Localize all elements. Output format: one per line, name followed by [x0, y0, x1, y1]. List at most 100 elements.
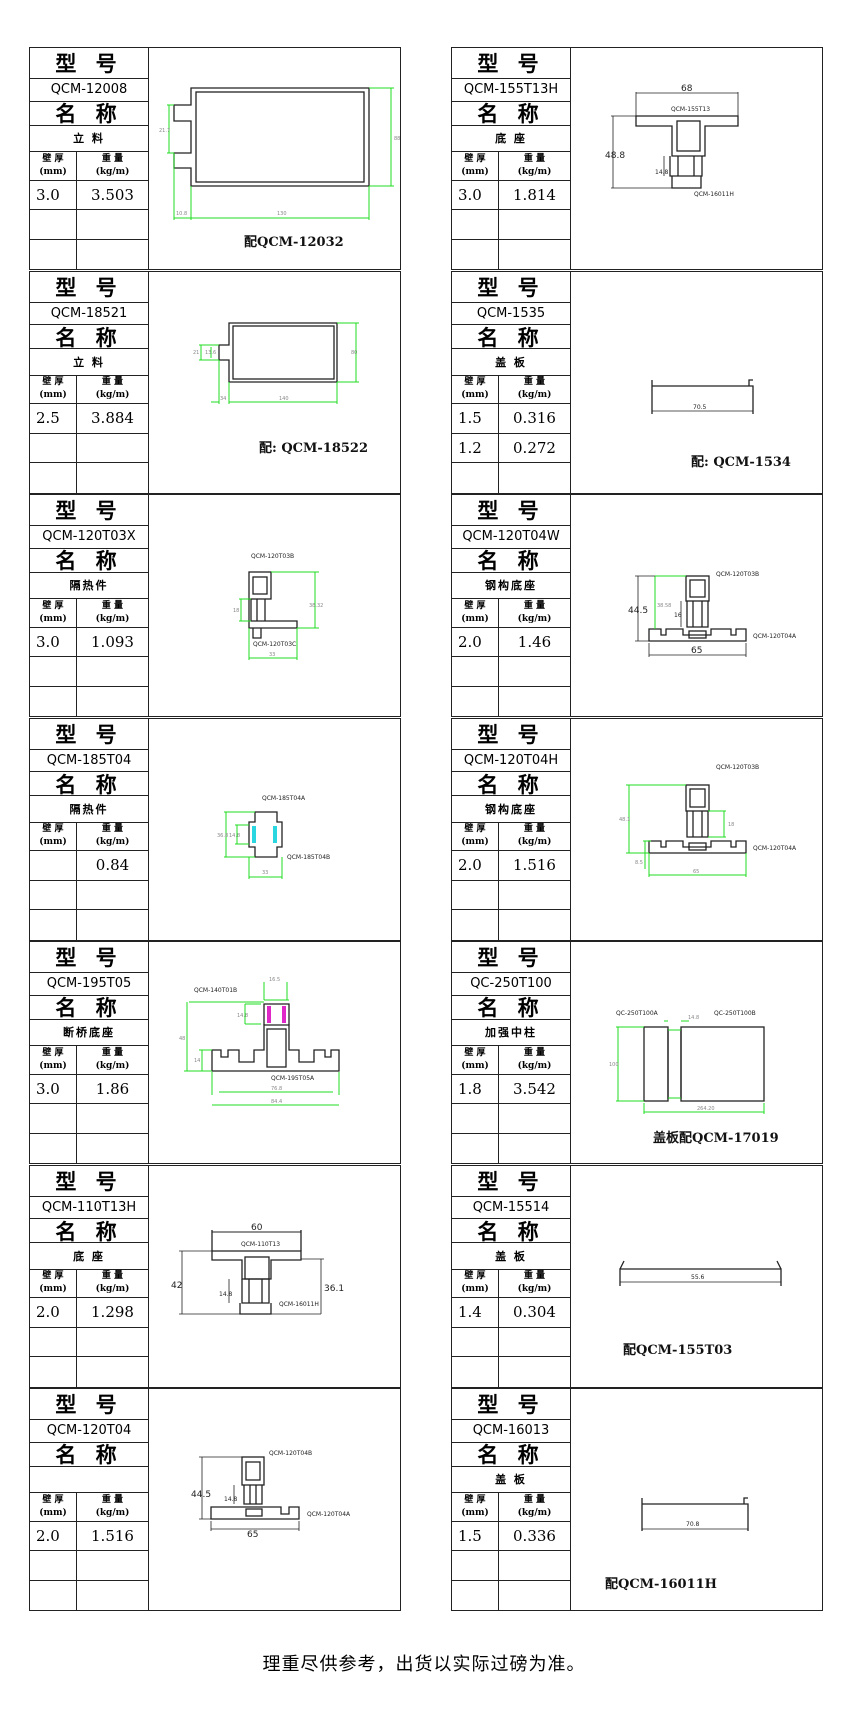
dimension-label: 88: [394, 136, 400, 142]
dimension-label: 48: [179, 1036, 185, 1042]
dimension-label: 48.1: [619, 817, 630, 823]
weight-value: 0.84: [95, 856, 130, 875]
spec-table: 型 号 QCM-110T13H 名 称 底 座 壁 厚(mm) 重 量(kg/m…: [30, 1165, 149, 1387]
profile-drawing-svg: 21.7 88 10.8 130 配QCM-12032: [159, 87, 400, 250]
profile-card-right-6: 型 号 QCM-16013 名 称 盖 板 壁 厚(mm) 重 量(kg/m) …: [451, 1388, 823, 1611]
thickness-value: [30, 1551, 77, 1580]
weight-value: [77, 910, 148, 939]
weight-value: [499, 910, 570, 939]
thickness-value: 3.0: [30, 627, 77, 657]
profile-name: 钢构底座: [452, 573, 570, 600]
spec-table: 型 号 QCM-18521 名 称 立 料 壁 厚(mm) 重 量(kg/m) …: [30, 271, 149, 493]
profile-card-left-1: 型 号 QCM-18521 名 称 立 料 壁 厚(mm) 重 量(kg/m) …: [29, 270, 401, 494]
dimension-label: 14: [194, 1058, 200, 1064]
model-heading: 型 号: [452, 48, 570, 79]
thickness-value: [452, 910, 499, 940]
spec-table: 型 号 QCM-185T04 名 称 隔热件 壁 厚(mm) 重 量(kg/m)…: [30, 718, 149, 940]
spec-table: 型 号 QCM-155T13H 名 称 底 座 壁 厚(mm) 重 量(kg/m…: [452, 48, 571, 269]
dimension-label: QCM-185T04B: [287, 854, 330, 861]
thickness-value: [30, 210, 77, 239]
dimension-label: QCM-195T05A: [271, 1075, 315, 1082]
model-number: QCM-120T04: [30, 1420, 148, 1443]
weight-value: [77, 240, 148, 269]
profile-drawing: 70.5 配: QCM-1534: [571, 272, 822, 493]
spec-row: [30, 657, 148, 687]
model-heading: 型 号: [30, 272, 148, 303]
profile-card-right-0: 型 号 QCM-155T13H 名 称 底 座 壁 厚(mm) 重 量(kg/m…: [451, 47, 823, 270]
thickness-header: 壁 厚(mm): [452, 152, 499, 180]
model-number: QCM-120T04H: [452, 750, 570, 773]
spec-row: [30, 1133, 148, 1163]
profile-drawing-svg: QCM-120T03B 18 38.32 QCM-120T03C 33: [233, 553, 323, 660]
name-heading: 名 称: [452, 325, 570, 350]
column-headers: 壁 厚(mm) 重 量(kg/m): [30, 1046, 148, 1075]
profile-drawing: QCM-120T04B 44.5 14.8 65 QCM-120T04A: [149, 1389, 400, 1610]
weight-header: 重 量(kg/m): [95, 1047, 130, 1071]
thickness-value: [30, 686, 77, 716]
profile-drawing: QCM-120T03B 48.1 18 8.5 65 QCM-120T04A: [571, 719, 822, 940]
model-number: QCM-15514: [452, 1197, 570, 1220]
spec-table: 型 号 QC-250T100 名 称 加强中柱 壁 厚(mm) 重 量(kg/m…: [452, 942, 571, 1163]
profile-name: 盖 板: [452, 349, 570, 376]
profile-name: 隔热件: [30, 796, 148, 823]
profile-card-left-2: 型 号 QCM-120T03X 名 称 隔热件 壁 厚(mm) 重 量(kg/m…: [29, 494, 401, 717]
thickness-value: [30, 239, 77, 269]
thickness-value: 2.0: [30, 1521, 77, 1551]
weight-header: 重 量(kg/m): [95, 600, 130, 624]
thickness-value: 1.4: [452, 1298, 499, 1327]
model-number: QCM-185T04: [30, 750, 148, 773]
spec-row: [30, 1580, 148, 1610]
profile-drawing-svg: QC-250T100A 14.8 QC-250T100B 100 264.20 …: [609, 1010, 779, 1146]
profile-card-right-1: 型 号 QCM-1535 名 称 盖 板 壁 厚(mm) 重 量(kg/m) 1…: [451, 270, 823, 494]
thickness-header: 壁 厚(mm): [30, 822, 77, 851]
profile-drawing: 60 QCM-110T13 42 14.8 36.1 QCM-16011H: [149, 1166, 400, 1387]
dimension-label: QCM-120T03B: [716, 764, 759, 771]
model-heading: 型 号: [30, 1166, 148, 1197]
dimension-label: 70.8: [686, 1521, 700, 1528]
spec-table: 型 号 QCM-16013 名 称 盖 板 壁 厚(mm) 重 量(kg/m) …: [452, 1389, 571, 1610]
column-headers: 壁 厚(mm) 重 量(kg/m): [30, 599, 148, 628]
dimension-label: 70.5: [693, 404, 707, 411]
profile-card-right-5: 型 号 QCM-15514 名 称 盖 板 壁 厚(mm) 重 量(kg/m) …: [451, 1164, 823, 1388]
dimension-label: 65: [247, 1530, 258, 1540]
weight-header: 重 量(kg/m): [517, 824, 552, 848]
model-heading: 型 号: [30, 1389, 148, 1420]
spec-table: 型 号 QCM-195T05 名 称 断桥底座 壁 厚(mm) 重 量(kg/m…: [30, 942, 149, 1163]
dimension-label: 76.8: [271, 1086, 282, 1092]
spec-row: [452, 1580, 570, 1610]
spec-row: [30, 686, 148, 716]
weight-value: [499, 687, 570, 716]
dimension-label: QC-250T100B: [714, 1010, 756, 1017]
profile-name: 底 座: [30, 1243, 148, 1270]
profile-card-right-3: 型 号 QCM-120T04H 名 称 钢构底座 壁 厚(mm) 重 量(kg/…: [451, 717, 823, 941]
thickness-header: 壁 厚(mm): [30, 1493, 77, 1521]
dimension-label: 48.8: [605, 151, 625, 161]
profile-drawing: 70.8 配QCM-16011H: [571, 1389, 822, 1610]
column-headers: 壁 厚(mm) 重 量(kg/m): [452, 375, 570, 405]
name-heading: 名 称: [30, 548, 148, 573]
spec-row: [30, 1551, 148, 1581]
dimension-label: 130: [277, 211, 287, 217]
dimension-label: 21.7: [159, 128, 170, 134]
thickness-value: [452, 1327, 499, 1357]
dimension-label: 36.1: [324, 1284, 344, 1294]
spec-table: 型 号 QCM-15514 名 称 盖 板 壁 厚(mm) 重 量(kg/m) …: [452, 1165, 571, 1387]
model-heading: 型 号: [452, 942, 570, 973]
profile-drawing: QC-250T100A 14.8 QC-250T100B 100 264.20 …: [571, 942, 822, 1163]
spec-row: [30, 910, 148, 940]
weight-value: [77, 1551, 148, 1579]
thickness-header: 壁 厚(mm): [30, 1269, 77, 1298]
matching-part-caption: 配QCM-155T03: [623, 1343, 732, 1358]
weight-header: 重 量(kg/m): [517, 377, 552, 401]
model-heading: 型 号: [452, 272, 570, 303]
spec-row: [30, 1357, 148, 1387]
weight-value: 1.516: [513, 856, 556, 875]
weight-value: [499, 1104, 570, 1132]
weight-value: 1.814: [513, 185, 556, 204]
